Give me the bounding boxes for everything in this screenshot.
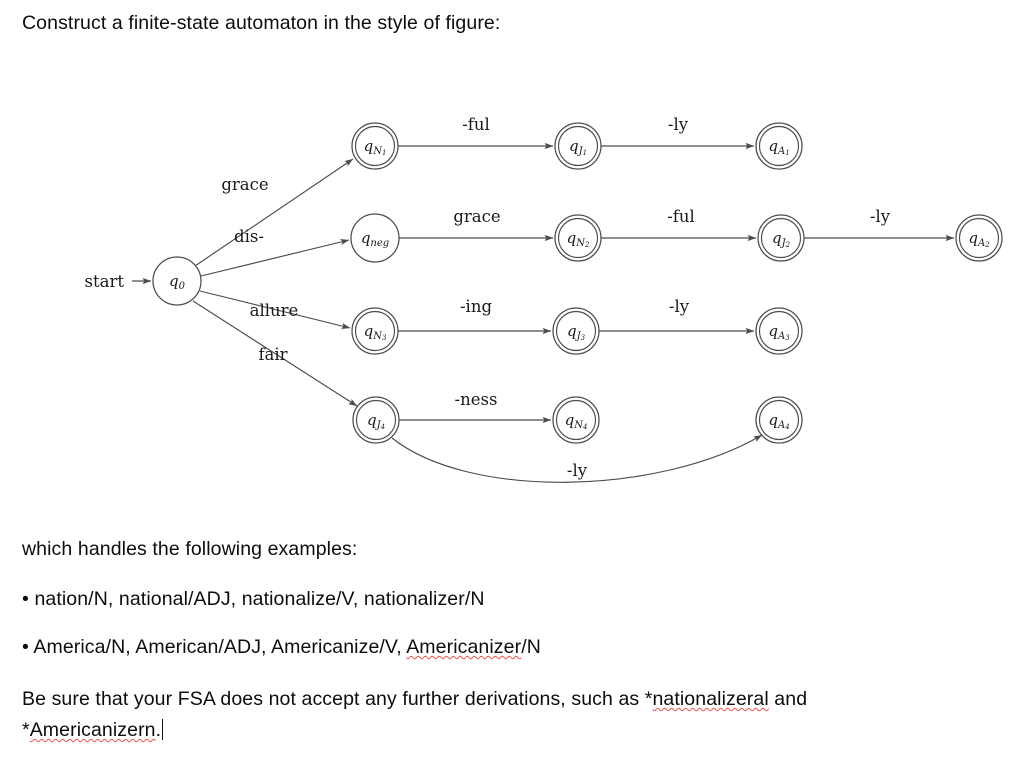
state-node-qA1[interactable]: qA1: [755, 122, 803, 170]
bullet-2-misspelled-word: Americanizer: [406, 636, 522, 658]
example-bullet-1: • nation/N, national/ADJ, nationalize/V,…: [22, 588, 485, 610]
edge-label-ful-2: -ful: [667, 207, 695, 226]
edge-label-ly-3: -ly: [669, 297, 690, 316]
state-node-qN1[interactable]: qN1: [351, 122, 399, 170]
edge-q0-qneg: [200, 238, 350, 277]
bullet-2-prefix: • America/N, American/ADJ, Americanize/V…: [22, 636, 407, 658]
bullet-2-suffix: /N: [521, 636, 541, 658]
edge-label-fair: fair: [258, 345, 287, 364]
closing-misspelled-word-2: Americanizern: [29, 719, 156, 741]
edge-label-ness: -ness: [455, 390, 498, 409]
state-node-qJ3[interactable]: qJ3: [552, 307, 600, 355]
state-node-qJ2[interactable]: qJ2: [757, 214, 805, 262]
state-node-qneg[interactable]: qneg: [350, 213, 400, 263]
edge-label-ing: -ing: [460, 297, 492, 316]
closing-misspelled-word-1: nationalizeral: [652, 688, 769, 710]
closing-text-3: *: [22, 719, 30, 741]
state-node-qA3[interactable]: qA3: [755, 307, 803, 355]
state-node-qN3[interactable]: qN3: [351, 307, 399, 355]
state-node-q0[interactable]: q0: [152, 256, 202, 306]
transition-labels: grace dis- allure fair -ful -ly grace -f…: [221, 115, 890, 480]
state-node-qA2[interactable]: qA2: [955, 214, 1003, 262]
state-node-qJ4[interactable]: qJ4: [352, 396, 400, 444]
state-node-qA4[interactable]: qA4: [755, 396, 803, 444]
transition-edges: [192, 142, 955, 483]
example-bullet-2: • America/N, American/ADJ, Americanize/V…: [22, 632, 982, 663]
edge-label-ly-2: -ly: [870, 207, 891, 226]
closing-text-2: and: [768, 688, 808, 710]
edge-label-dis: dis-: [234, 227, 264, 246]
edge-label-ly-1: -ly: [668, 115, 689, 134]
edge-label-grace-1: grace: [221, 175, 268, 194]
edge-q0-qJ4: [192, 300, 358, 407]
state-node-qN2[interactable]: qN2: [554, 214, 602, 262]
edge-q0-qN1: [194, 158, 354, 267]
state-nodes: q0 qN1 qJ1 qA1: [152, 122, 1003, 444]
fsa-figure: start: [0, 88, 1024, 508]
edge-label-allure: allure: [250, 301, 299, 320]
intro-text: Construct a finite-state automaton in th…: [22, 12, 501, 34]
text-cursor: [162, 719, 164, 740]
start-label: start: [85, 272, 125, 291]
closing-text-1: Be sure that your FSA does not accept an…: [22, 688, 653, 710]
edge-label-grace-2: grace: [453, 207, 500, 226]
edge-q0-qN3: [199, 290, 351, 329]
edge-label-ly-4: -ly: [567, 461, 588, 480]
which-handles-text: which handles the following examples:: [22, 538, 358, 560]
state-node-qN4[interactable]: qN4: [552, 396, 600, 444]
closing-paragraph: Be sure that your FSA does not accept an…: [22, 684, 962, 746]
edge-qJ4-qA4-curved: [391, 434, 763, 483]
start-arrow-group: start: [85, 272, 152, 291]
closing-text-4: .: [155, 719, 162, 741]
edge-label-ful-1: -ful: [462, 115, 490, 134]
state-node-qJ1[interactable]: qJ1: [554, 122, 602, 170]
